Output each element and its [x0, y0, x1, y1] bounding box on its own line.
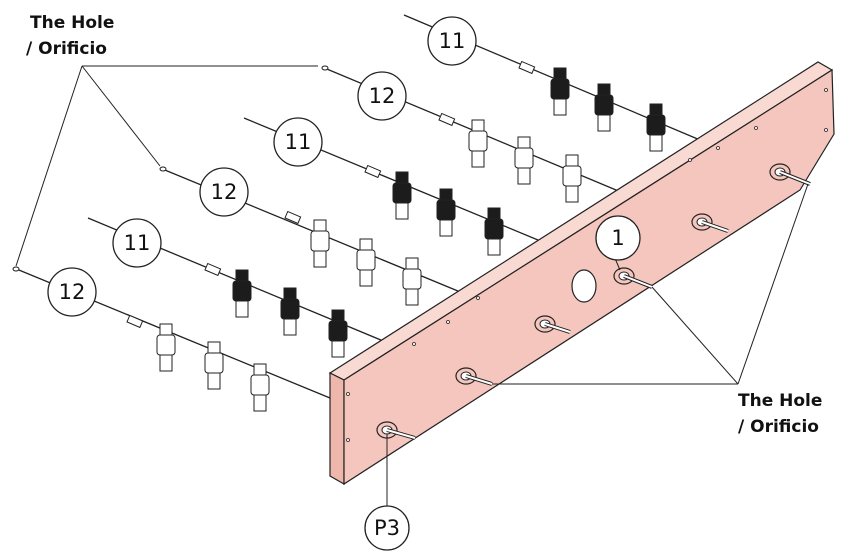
callout-label: 11 — [439, 29, 466, 53]
screw-hole — [446, 320, 450, 324]
player-figure-icon — [436, 188, 456, 237]
callout-label: 12 — [211, 180, 238, 204]
player-figure-icon — [594, 83, 614, 132]
callout-rod-2: 12 — [357, 71, 407, 121]
hole-label-bottom: The Hole / Orificio — [738, 391, 822, 437]
bearing — [613, 267, 653, 289]
panel-cutout — [571, 269, 597, 303]
callouts: 11 12 11 12 11 12 1 P3 — [47, 16, 641, 551]
player-figure-icon — [402, 257, 422, 306]
callout-label: 1 — [611, 226, 624, 250]
hole-label-top: The Hole / Orificio — [26, 13, 114, 59]
callout-label: P3 — [374, 516, 400, 540]
bumper-icon — [284, 210, 302, 225]
callout-label: 11 — [285, 130, 312, 154]
hole-label-top-line1: The Hole — [30, 13, 114, 33]
player-figure-icon — [550, 67, 570, 116]
player-figure-icon — [646, 103, 666, 152]
callout-rod-3: 11 — [273, 117, 323, 167]
bumper-icon — [126, 314, 144, 329]
players — [156, 67, 666, 412]
hole-label-top-line2: / Orificio — [26, 39, 107, 59]
player-figure-icon — [392, 171, 412, 220]
hole-label-bottom-line1: The Hole — [738, 391, 822, 411]
player-figure-icon — [310, 219, 330, 268]
callout-rod-6: 12 — [47, 267, 97, 317]
bearing — [769, 163, 811, 186]
panel-face — [329, 372, 345, 486]
player-figure-icon — [232, 269, 252, 318]
panel-screw-holes — [346, 88, 828, 442]
callout-rod-5: 11 — [112, 218, 162, 268]
callout-label: 12 — [59, 280, 86, 304]
player-figure-icon — [156, 323, 176, 372]
screw-hole — [346, 438, 350, 442]
callout-part-p3: P3 — [364, 505, 410, 551]
leader-hole-bottom-2 — [651, 286, 739, 385]
rod-end-holes — [12, 65, 329, 272]
bearing — [455, 367, 493, 386]
callout-panel: 1 — [595, 215, 641, 261]
screw-hole — [824, 88, 828, 92]
screw-hole — [476, 296, 480, 300]
player-figure-icon — [514, 136, 534, 185]
screw-hole — [716, 146, 720, 150]
bearings — [376, 163, 811, 440]
leader-hole-top-2 — [81, 65, 161, 167]
bumper-icon — [204, 262, 222, 277]
callout-rod-4: 12 — [199, 167, 249, 217]
bearing — [376, 421, 416, 440]
bumper-icon — [438, 112, 456, 127]
player-figure-icon — [562, 154, 582, 203]
callout-rod-1: 11 — [427, 16, 477, 66]
bumper-icon — [364, 164, 382, 179]
hole-label-bottom-line2: / Orificio — [738, 417, 819, 437]
screw-hole — [754, 126, 758, 130]
callout-label: 12 — [369, 84, 396, 108]
player-figure-icon — [356, 238, 376, 287]
player-figure-icon — [328, 309, 348, 358]
player-figure-icon — [468, 119, 488, 168]
leader-hole-bottom-3 — [737, 183, 809, 385]
bearing — [534, 315, 571, 334]
panel-top-edge — [328, 61, 834, 381]
bumper-icon — [518, 60, 536, 75]
leader-hole-top-3 — [15, 65, 83, 267]
bumpers — [126, 60, 536, 329]
callout-label: 11 — [124, 231, 151, 255]
rod-end-hole — [12, 266, 20, 272]
side-panel — [328, 61, 835, 486]
screw-hole — [412, 342, 416, 346]
player-figure-icon — [204, 341, 224, 390]
bearing — [691, 213, 729, 233]
rod-end-hole — [159, 166, 167, 172]
leader-lines — [15, 65, 809, 508]
rod-end-hole — [321, 65, 329, 71]
player-figure-icon — [250, 363, 270, 412]
screw-hole — [824, 128, 828, 132]
player-figure-icon — [280, 287, 300, 336]
screw-hole — [688, 158, 692, 162]
screw-hole — [346, 392, 350, 396]
player-figure-icon — [484, 207, 504, 256]
